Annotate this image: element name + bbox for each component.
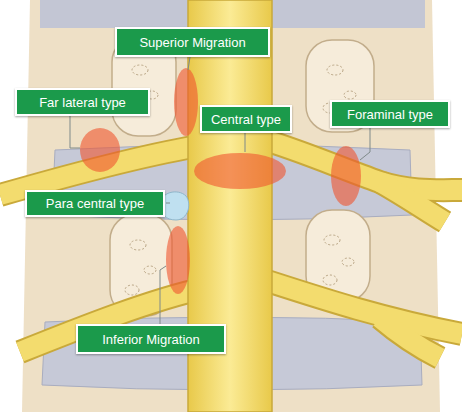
label-text: Central type xyxy=(211,113,281,126)
label-text: Inferior Migration xyxy=(102,333,200,346)
label-text: Foraminal type xyxy=(347,108,433,121)
label-box: Far lateral type xyxy=(15,88,150,116)
label-text: Para central type xyxy=(46,197,144,210)
label-text: Far lateral type xyxy=(39,96,126,109)
label-box: Foraminal type xyxy=(330,100,450,128)
label-box: Superior Migration xyxy=(115,27,270,57)
label-text: Superior Migration xyxy=(139,36,245,49)
label-box: Central type xyxy=(200,105,292,133)
label-box: Inferior Migration xyxy=(76,324,226,354)
label-box: Para central type xyxy=(25,190,165,217)
